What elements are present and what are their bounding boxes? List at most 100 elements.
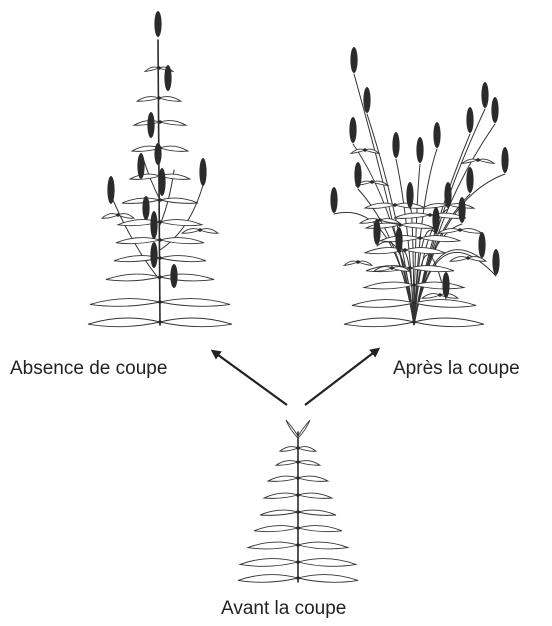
leaf-node <box>398 223 402 227</box>
flower-spike <box>444 182 452 208</box>
leaf <box>296 525 343 533</box>
leaf <box>198 228 220 234</box>
flower-spike <box>354 162 362 188</box>
leaf <box>436 228 462 234</box>
leaf <box>158 173 192 180</box>
leaf-node <box>296 446 300 450</box>
flower-spike <box>481 82 489 108</box>
leaf <box>476 158 496 164</box>
flower-spike <box>170 264 178 288</box>
leaf-node <box>428 213 432 217</box>
leaf-node <box>116 213 120 217</box>
leaf <box>297 509 337 516</box>
leaf <box>420 203 450 209</box>
leaf <box>343 317 415 328</box>
leaf-node <box>363 148 367 152</box>
leaf <box>253 525 300 533</box>
flower-spike <box>164 65 172 91</box>
branch-stem <box>413 123 496 326</box>
leaf-node <box>378 218 382 222</box>
flower-spike <box>199 158 207 186</box>
leaf-node <box>158 220 162 224</box>
leaf <box>89 298 161 307</box>
leaf <box>413 299 477 308</box>
leaf <box>358 218 382 224</box>
leaf-node <box>158 320 162 324</box>
flower-spike <box>154 143 162 165</box>
side-branch <box>112 199 161 281</box>
leaf <box>116 219 162 227</box>
leaf-node <box>466 256 470 260</box>
leaf <box>460 158 480 164</box>
leaf <box>246 541 300 550</box>
leaf <box>159 273 215 282</box>
leaf <box>159 317 233 328</box>
flower-spike <box>466 167 474 193</box>
leaf <box>403 247 447 255</box>
leaf-node <box>198 228 202 232</box>
leaf-node <box>390 266 394 270</box>
branch-stem <box>357 188 415 326</box>
flower-spike <box>392 132 400 158</box>
flower-spike <box>492 249 500 275</box>
flower-spike <box>458 197 466 223</box>
leaf <box>130 145 162 152</box>
leaf <box>159 197 199 204</box>
leaf <box>158 237 205 245</box>
arrow-to-uncut <box>210 349 288 406</box>
leaf-node <box>412 320 416 324</box>
leaf-node <box>157 96 161 100</box>
leaf <box>390 266 412 272</box>
leaf-node <box>296 510 300 514</box>
cut-tip <box>297 419 311 440</box>
flower-spike <box>433 122 441 148</box>
flower-spike <box>349 117 357 143</box>
flower-spike <box>150 242 158 268</box>
leaf-node <box>412 301 416 305</box>
leaf <box>296 446 318 452</box>
leaf <box>408 265 455 273</box>
leaf <box>363 148 381 154</box>
leaf-node <box>412 283 416 287</box>
leaf-node <box>158 198 162 202</box>
leaf-node <box>158 238 162 242</box>
leaf <box>363 247 407 255</box>
flower-spike <box>501 147 509 173</box>
leaf <box>448 256 470 262</box>
leaf <box>413 317 485 328</box>
leaf <box>378 218 402 224</box>
leaf <box>87 317 161 328</box>
leaf <box>259 509 299 516</box>
leaf-node <box>157 66 161 70</box>
cut-tip <box>285 419 299 440</box>
arrow-to-after-cut <box>304 347 381 406</box>
flower-spike <box>363 87 371 113</box>
flower-spike <box>466 107 474 133</box>
flower-spike <box>432 207 440 233</box>
leaf-node <box>476 158 480 162</box>
leaf <box>398 222 436 229</box>
flower-spike <box>330 187 338 213</box>
leaf <box>393 212 432 219</box>
flower-spike <box>491 97 499 123</box>
leaf <box>262 492 300 499</box>
leaf-node <box>296 493 300 497</box>
plant-uncut <box>87 11 233 328</box>
leaf <box>115 237 162 245</box>
leaf <box>158 145 190 152</box>
leaf <box>157 96 183 102</box>
leaf <box>438 293 460 299</box>
flower-spike <box>142 196 150 220</box>
leaf-node <box>356 260 360 264</box>
leaf <box>266 475 300 482</box>
flower-spike <box>158 168 166 196</box>
branch-stem <box>409 207 415 326</box>
flower-spike <box>373 219 381 245</box>
leaf <box>412 281 466 290</box>
leaf-node <box>418 236 422 240</box>
leaf <box>362 281 416 290</box>
leaf <box>132 120 162 126</box>
leaf <box>105 273 161 282</box>
leaf-node <box>296 526 300 530</box>
